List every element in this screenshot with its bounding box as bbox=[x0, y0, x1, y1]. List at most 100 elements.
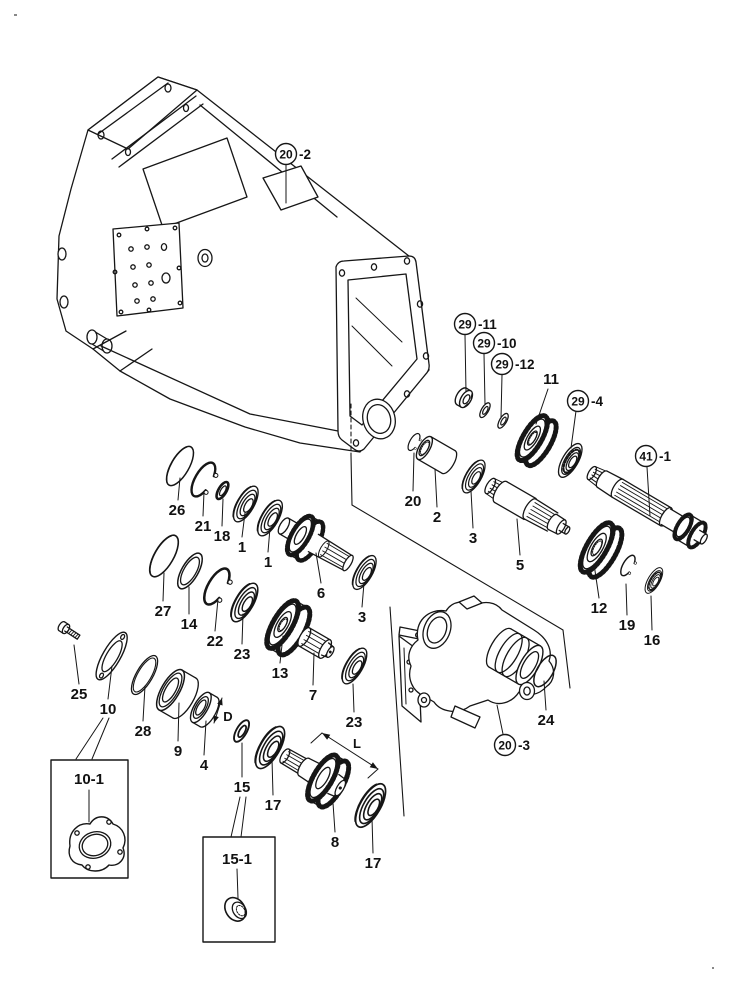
pto-housing-20-3 bbox=[398, 595, 555, 729]
part-11-gear bbox=[514, 413, 559, 469]
label-25: 25 bbox=[71, 686, 88, 703]
part-17-bearing-b bbox=[348, 778, 393, 833]
label-7: 7 bbox=[309, 687, 317, 704]
dimension-L-arrow bbox=[310, 732, 379, 779]
part-13-gear bbox=[264, 598, 313, 658]
dimension-D-arrow bbox=[213, 697, 223, 724]
callout-29-12-num: 29 bbox=[495, 357, 509, 371]
label-15: 15 bbox=[234, 779, 251, 796]
assembly-boundary-lines bbox=[350, 403, 571, 817]
pto-output-boss bbox=[485, 627, 544, 686]
print-dot-top-left bbox=[14, 14, 17, 16]
part-14-ring bbox=[172, 548, 208, 594]
label-17b: 17 bbox=[365, 855, 382, 872]
housing-side-plate bbox=[112, 222, 184, 317]
callout-29-11-suffix: -11 bbox=[478, 317, 497, 332]
label-4: 4 bbox=[200, 757, 209, 774]
part-number-labels: 11 20 2 3 5 12 19 16 24 26 21 18 1 1 6 3… bbox=[71, 371, 661, 872]
main-shaft-row bbox=[160, 441, 382, 594]
transmission-housing bbox=[56, 76, 430, 453]
inset-box-15-1 bbox=[202, 796, 276, 943]
part-9-seal-collar bbox=[155, 668, 199, 720]
callout-20-2-suffix: -2 bbox=[299, 147, 311, 162]
label-13: 13 bbox=[272, 665, 289, 682]
label-8: 8 bbox=[331, 834, 339, 851]
counter-shaft-row bbox=[405, 431, 667, 597]
label-19: 19 bbox=[619, 617, 636, 634]
label-1a: 1 bbox=[238, 539, 246, 556]
callout-29-4-suffix: -4 bbox=[591, 394, 603, 409]
label-22: 22 bbox=[207, 633, 224, 650]
pinion-shaft-row bbox=[143, 530, 373, 689]
label-27: 27 bbox=[155, 603, 172, 620]
housing-top-bracket bbox=[87, 76, 198, 150]
part-1-bearing-a bbox=[227, 481, 264, 527]
leader-lines bbox=[73, 164, 653, 854]
label-12: 12 bbox=[591, 600, 608, 617]
print-dot-bottom-right bbox=[712, 967, 714, 969]
part-24-o-ring bbox=[533, 654, 557, 688]
label-14: 14 bbox=[181, 616, 198, 633]
part-16-bearing bbox=[640, 564, 667, 597]
part-8-gear-shaft bbox=[279, 748, 352, 810]
circled-callouts: 20 -2 29 -11 29 -10 29 -12 29 -4 41 -1 bbox=[274, 142, 671, 757]
label-26: 26 bbox=[169, 502, 186, 519]
label-6: 6 bbox=[317, 585, 325, 602]
part-29-11-nut bbox=[454, 387, 474, 409]
label-28: 28 bbox=[135, 723, 152, 740]
inset-box-10-1 bbox=[50, 717, 129, 879]
callout-29-12: 29 -12 bbox=[490, 352, 535, 376]
callout-29-12-suffix: -12 bbox=[515, 357, 535, 372]
label-3b: 3 bbox=[469, 530, 477, 547]
side-plate-bolt-holes bbox=[112, 225, 183, 315]
callout-20-3: 20 -3 bbox=[493, 733, 530, 757]
callout-29-11: 29 -11 bbox=[453, 312, 497, 336]
label-15-1: 15-1 bbox=[222, 851, 252, 868]
part-15-ring bbox=[230, 716, 254, 746]
label-2: 2 bbox=[433, 509, 441, 526]
callout-29-4-num: 29 bbox=[571, 394, 585, 408]
flange-opening bbox=[347, 273, 418, 426]
label-dimension-D: D bbox=[223, 709, 232, 724]
label-18: 18 bbox=[214, 528, 231, 545]
part-12-gear bbox=[577, 520, 625, 580]
callout-41-1: 41 -1 bbox=[634, 444, 671, 468]
label-3a: 3 bbox=[358, 609, 366, 626]
label-1b: 1 bbox=[264, 554, 272, 571]
part-6-gear-shaft bbox=[277, 513, 354, 572]
part-10-cover-plate bbox=[95, 631, 128, 681]
callout-29-4: 29 -4 bbox=[566, 389, 603, 413]
part-19-snap-ring bbox=[617, 552, 640, 580]
housing-top-window bbox=[142, 137, 248, 229]
label-10: 10 bbox=[100, 701, 117, 718]
label-16: 16 bbox=[644, 632, 661, 649]
part-41-1-shaft bbox=[586, 465, 708, 550]
label-9: 9 bbox=[174, 743, 182, 760]
label-11: 11 bbox=[543, 371, 559, 388]
label-21: 21 bbox=[195, 518, 212, 535]
callout-29-11-num: 29 bbox=[458, 317, 472, 331]
part-4-collar bbox=[189, 691, 220, 728]
part-18-ring bbox=[212, 478, 232, 503]
output-shaft-row bbox=[95, 631, 393, 833]
callout-20-3-num: 20 bbox=[498, 738, 512, 752]
callout-41-1-suffix: -1 bbox=[659, 449, 671, 464]
flange-bore bbox=[362, 398, 396, 440]
part-29-4-bearing bbox=[552, 439, 588, 482]
callout-29-10: 29 -10 bbox=[472, 331, 517, 355]
label-23b: 23 bbox=[346, 714, 363, 731]
part-23-bearing-a bbox=[224, 578, 264, 627]
bolt-25 bbox=[57, 621, 81, 640]
label-10-1: 10-1 bbox=[74, 771, 104, 788]
callout-29-10-num: 29 bbox=[477, 336, 491, 350]
callout-20-2: 20 -2 bbox=[274, 142, 311, 166]
label-dimension-L: L bbox=[353, 736, 361, 751]
part-7-shaft bbox=[297, 627, 335, 659]
part-29-12-washer bbox=[495, 411, 511, 431]
label-17a: 17 bbox=[265, 797, 282, 814]
housing-top-cover-plate bbox=[262, 165, 319, 211]
callout-20-3-suffix: -3 bbox=[518, 738, 530, 753]
part-23-bearing-b bbox=[336, 643, 373, 689]
label-20: 20 bbox=[405, 493, 422, 510]
